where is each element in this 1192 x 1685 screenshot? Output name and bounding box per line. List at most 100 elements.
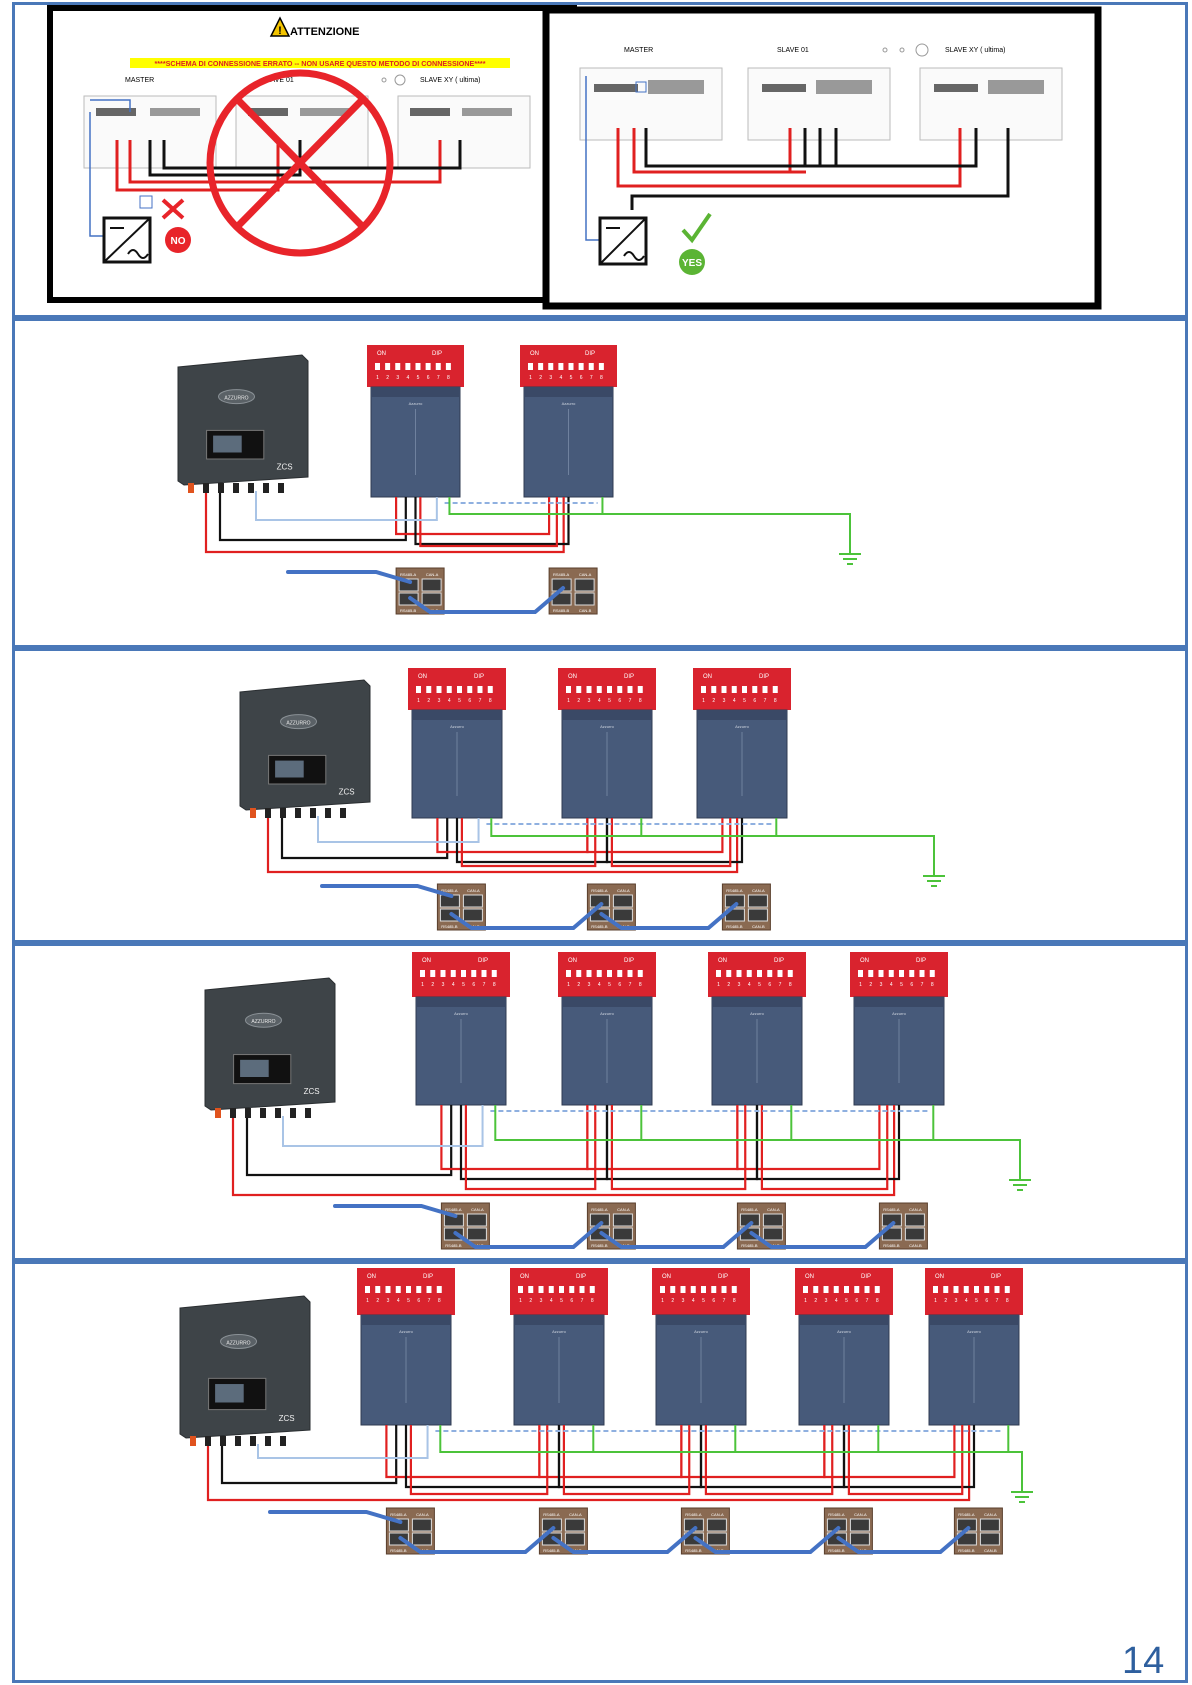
port-label-cana: CAN-A: [426, 572, 439, 577]
battery-top-band: [929, 1315, 1019, 1325]
dip-dip-label: DIP: [624, 674, 634, 680]
dip-dip-label: DIP: [774, 958, 784, 964]
dip-number: 4: [598, 982, 601, 988]
inverter-logo-badge: [218, 389, 255, 405]
dip-number: 2: [712, 698, 715, 704]
dip-switch: [767, 970, 773, 977]
inverter-screen: [275, 760, 304, 778]
inverter-connector: [265, 1436, 271, 1446]
dip-number: 5: [462, 982, 465, 988]
dip-on-label: ON: [860, 958, 869, 964]
dip-number: 7: [779, 982, 782, 988]
inverter-brand: AZZURRO: [226, 1340, 250, 1346]
dip-dip-label: DIP: [576, 1274, 586, 1280]
dip-switch: [487, 686, 493, 693]
port-label-rs485a: RS485-A: [441, 888, 458, 893]
blue-cable-link: [749, 1221, 896, 1249]
dip-switch: [548, 363, 554, 370]
blue-cable-link: [408, 586, 566, 614]
dip-number: 4: [406, 375, 409, 381]
battery-brand: Azzurro: [600, 724, 615, 729]
dip-dip-label: DIP: [861, 1274, 871, 1280]
dip-switch: [586, 686, 592, 693]
inverter-connector: [220, 1436, 226, 1446]
dip-number: 8: [447, 375, 450, 381]
dip-number: 6: [427, 375, 430, 381]
dip-switch: [752, 686, 758, 693]
inverter-connector: [215, 1108, 221, 1118]
dip-on-label: ON: [568, 674, 577, 680]
dip-number: 7: [590, 375, 593, 381]
dip-switch: [899, 970, 904, 977]
no-badge-label: NO: [171, 236, 186, 247]
inverter-connector: [188, 483, 194, 493]
battery-brand: Azzurro: [735, 724, 750, 729]
dip-switch: [395, 1286, 401, 1293]
dip-number: 1: [567, 698, 570, 704]
dip-switch: [757, 970, 762, 977]
dip-on-label: ON: [418, 674, 427, 680]
dip-on-label: ON: [377, 351, 386, 357]
rj45-socket: [411, 1532, 432, 1546]
battery-brand: Azzurro: [967, 1329, 982, 1334]
rj45-socket: [612, 1213, 633, 1227]
dip-number: 2: [727, 982, 730, 988]
dip-number: 7: [479, 698, 482, 704]
blue-cable-link: [398, 1526, 556, 1554]
dip-switch: [430, 970, 436, 977]
dip-switch: [617, 686, 623, 693]
dip-number: 7: [921, 982, 924, 988]
correct-inverter-symbol: [598, 216, 648, 266]
dip-number: 5: [608, 698, 611, 704]
battery-top-band: [712, 997, 802, 1007]
red-power-cable: [231, 1105, 896, 1197]
port-label-rs485a: RS485-A: [958, 1512, 975, 1517]
black-power-cable: [245, 1105, 453, 1177]
blue-cable-link: [449, 902, 604, 930]
dip-on-label: ON: [422, 958, 431, 964]
dip-switch: [627, 686, 633, 693]
port-label-rs485b: RS485-B: [400, 608, 417, 613]
red-power-cable: [206, 1425, 971, 1502]
dip-number: 5: [702, 1298, 705, 1304]
battery-top-band: [361, 1315, 451, 1325]
dip-number: 4: [692, 1298, 695, 1304]
dip-switch: [833, 1286, 839, 1293]
inverter-connector: [248, 483, 254, 493]
dip-number: 8: [931, 982, 934, 988]
wrong-title: ATTENZIONE: [290, 26, 359, 38]
dip-switch: [538, 1286, 544, 1293]
rj45-socket: [466, 1213, 487, 1227]
port-label-cana: CAN-A: [579, 572, 592, 577]
dip-switch: [742, 686, 747, 693]
power-wiring: [266, 816, 772, 874]
dip-number: 5: [560, 1298, 563, 1304]
dip-dip-label: DIP: [916, 958, 926, 964]
red-link-cable: [419, 497, 558, 548]
ground-symbol-icon: [923, 875, 945, 887]
dip-switch: [568, 363, 574, 370]
green-ground-cable: [448, 497, 851, 554]
rj45-socket: [574, 592, 595, 606]
rj45-socket: [564, 1532, 585, 1546]
dip-switch: [721, 1286, 727, 1293]
dip-number: 7: [428, 1298, 431, 1304]
dip-switch: [436, 686, 442, 693]
dip-number: 7: [764, 698, 767, 704]
dip-switch: [627, 970, 633, 977]
dip-number: 1: [717, 982, 720, 988]
dip-number: 7: [629, 982, 632, 988]
red-link-cable: [704, 1425, 834, 1496]
inverter-connector: [245, 1108, 251, 1118]
check-mark-icon: [681, 212, 712, 244]
inverter-connector: [265, 808, 271, 818]
dip-number: 1: [519, 1298, 522, 1304]
port-label-rs485a: RS485-A: [591, 1207, 608, 1212]
port-label-cana: CAN-A: [909, 1207, 922, 1212]
inverter-connector: [290, 1108, 296, 1118]
